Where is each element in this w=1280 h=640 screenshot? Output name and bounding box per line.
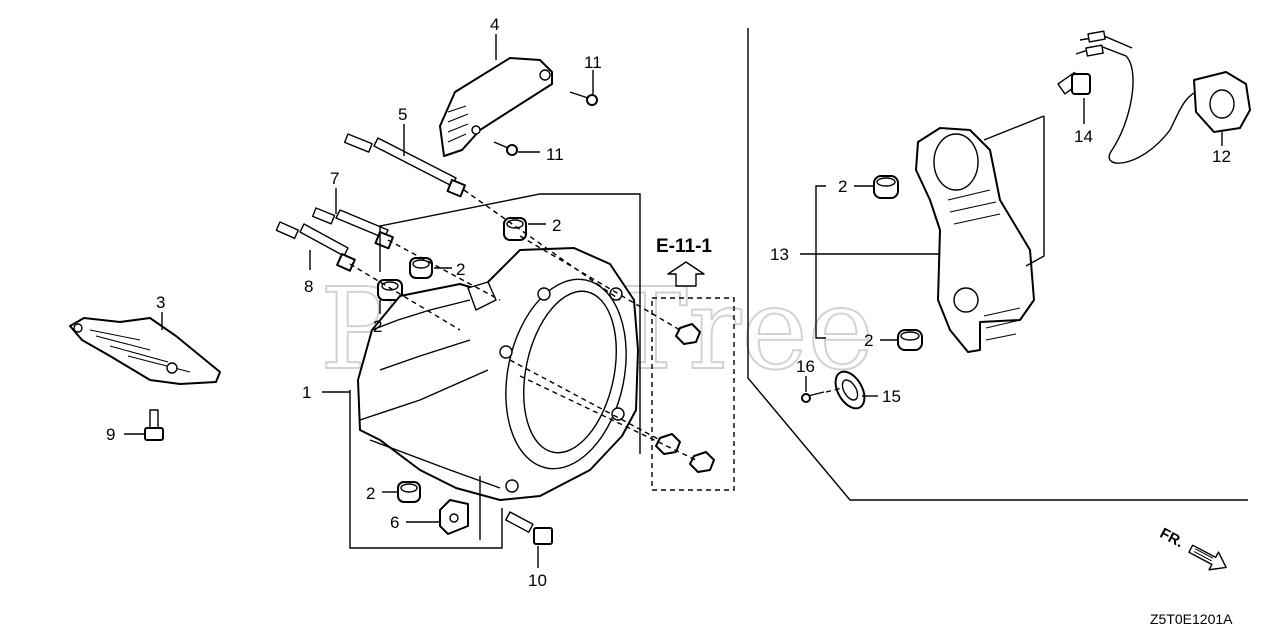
callout-15: 15 — [882, 387, 901, 406]
callout-2-bottom: 2 — [366, 484, 375, 503]
leader-14-housing — [983, 115, 1045, 141]
leader-lines — [124, 34, 1223, 568]
assembly-bracket — [379, 193, 641, 454]
callout-2-right-top: 2 — [838, 177, 847, 196]
callout-2-right-bottom: 2 — [864, 331, 873, 350]
bracket-part-1 — [349, 390, 503, 549]
direction-indicator: FR. — [1157, 525, 1227, 571]
part-6-grommet — [439, 499, 469, 535]
callout-11-bottom: 11 — [546, 145, 564, 164]
part-1-fan-cover — [357, 247, 639, 501]
part-2-collar-right-top — [873, 175, 899, 199]
callout-6: 6 — [390, 513, 399, 532]
callout-12: 12 — [1212, 147, 1231, 166]
bracket-part-13 — [1025, 116, 1045, 267]
part-2-collar-bottom — [397, 481, 421, 503]
part-16-screw — [801, 391, 825, 403]
part-9-bolt — [144, 409, 164, 441]
callout-4: 4 — [490, 15, 499, 34]
direction-arrow-icon — [1188, 544, 1227, 571]
nut-a — [675, 323, 701, 345]
callout-14: 14 — [1074, 127, 1093, 146]
part-2-collar-top — [503, 217, 527, 241]
callout-13: 13 — [770, 245, 789, 264]
callout-16: 16 — [796, 357, 815, 376]
guide-lines — [349, 189, 697, 461]
callout-10: 10 — [528, 571, 547, 590]
callout-2-mid: 2 — [456, 260, 465, 279]
callout-1: 1 — [302, 383, 311, 402]
part-2-collar-left — [377, 279, 403, 301]
nut-c — [689, 451, 715, 473]
section-border — [747, 28, 1248, 501]
callout-3: 3 — [156, 293, 165, 312]
callout-2-top: 2 — [552, 216, 561, 235]
part-11-screw-a — [569, 91, 598, 106]
part-4-cover — [439, 57, 553, 157]
part-15-washer — [834, 370, 866, 410]
part-13-recoil-housing — [915, 127, 1035, 353]
part-2-collar-right-bottom — [897, 329, 923, 351]
part-3-bracket — [69, 317, 221, 385]
part-8-bolt — [275, 221, 356, 272]
nut-b — [655, 433, 681, 455]
guide-15-16 — [825, 387, 843, 393]
part-5-bolt — [343, 133, 466, 198]
callout-2-left: 2 — [373, 317, 382, 336]
callout-11-top: 11 — [584, 53, 602, 72]
reference-arrow — [667, 261, 705, 287]
part-14-bolt — [1057, 71, 1091, 95]
callout-5: 5 — [398, 105, 407, 124]
reference-label: E-11-1 — [656, 236, 712, 257]
direction-label: FR. — [1157, 525, 1186, 551]
callout-8: 8 — [304, 277, 313, 296]
bracket-part-2-right — [815, 185, 826, 339]
part-11-screw-b — [493, 141, 518, 156]
diagram-code: Z5T0E1201A — [1150, 611, 1233, 627]
part-10-bolt — [505, 511, 553, 545]
part-2-collar-mid — [409, 257, 433, 279]
callout-9: 9 — [106, 425, 115, 444]
part-12-switch — [1075, 30, 1251, 164]
reference-box — [651, 297, 735, 491]
callout-7: 7 — [330, 169, 339, 188]
